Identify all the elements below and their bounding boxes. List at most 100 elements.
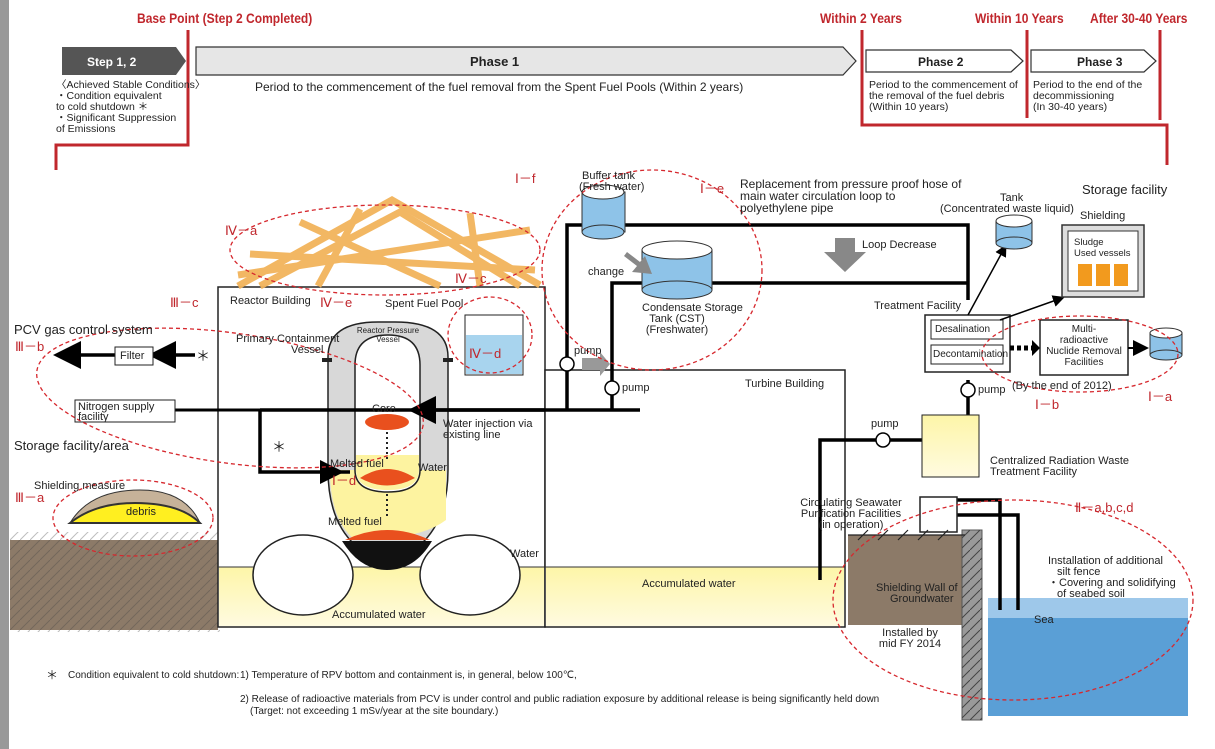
phase3-label: Phase 3 bbox=[1077, 55, 1123, 69]
footnote-item-2: 2) Release of radioactive materials from… bbox=[240, 694, 880, 705]
nitrogen-box bbox=[74, 399, 176, 423]
loop-decrease-arrow bbox=[824, 238, 866, 272]
storage-facility-label: Storage facility bbox=[1082, 182, 1168, 197]
rpv-label-1: Reactor Pressure bbox=[356, 326, 420, 335]
circ-label-1: Circulating Seawater bbox=[800, 497, 902, 509]
silt-label-1: Installation of additional bbox=[1048, 555, 1163, 567]
timeline-lines bbox=[54, 30, 1169, 170]
tank-label: Tank bbox=[1000, 192, 1024, 204]
loop-decrease-label: Loop Decrease bbox=[862, 239, 937, 251]
phase1-label: Phase 1 bbox=[470, 54, 520, 69]
code-iv-a: Ⅳ－a bbox=[225, 223, 258, 238]
phase2-desc-1: Period to the commencement of bbox=[869, 79, 1018, 91]
multi-removal-box bbox=[1039, 319, 1129, 376]
water-label-torus: Water bbox=[510, 548, 539, 560]
code-ii: Ⅱ－a,b,c,d bbox=[1075, 500, 1134, 515]
pcv-label-2: Vessel bbox=[291, 344, 324, 356]
tanks bbox=[581, 184, 1183, 533]
i-e-desc-1: Replacement from pressure proof hose of bbox=[740, 177, 962, 191]
shield-wall-label-2: Groundwater bbox=[890, 593, 954, 605]
water-injection-label-2: existing line bbox=[443, 429, 501, 441]
after-30-40-label: After 30-40 Years bbox=[1090, 10, 1188, 26]
step12-desc-4: ・Significant Suppression bbox=[56, 112, 177, 124]
within-2-label: Within 2 Years bbox=[820, 10, 902, 26]
conc-waste-label: (Concentrated waste liquid) bbox=[940, 203, 1074, 215]
phase2-label: Phase 2 bbox=[918, 55, 964, 69]
by-end-2012-label: (By the end of 2012) bbox=[1012, 380, 1112, 392]
code-iii-b: Ⅲ－b bbox=[15, 339, 45, 354]
rb-accumulated-water-label: Accumulated water bbox=[332, 609, 426, 621]
phase3-desc-3: (In 30-40 years) bbox=[1033, 101, 1108, 113]
buffer-tank-label: Buffer tank bbox=[582, 170, 635, 182]
circ-label-3: (in operation) bbox=[818, 519, 884, 531]
nitrogen-label-2: facility bbox=[78, 411, 109, 423]
code-iii-a: Ⅲ－a bbox=[15, 490, 45, 505]
centralized-label-1: Centralized Radiation Waste bbox=[990, 455, 1129, 467]
torus-right bbox=[419, 534, 521, 616]
code-iv-c: Ⅳ－c bbox=[455, 271, 487, 286]
cst-label-1: Condensate Storage bbox=[642, 302, 743, 314]
pump-label-1: pump bbox=[574, 345, 602, 357]
silt-label-2: silt fence bbox=[1057, 566, 1101, 578]
rpv-label-2: Vessel bbox=[376, 335, 400, 344]
circ-label-2: Purification Facilities bbox=[800, 508, 902, 520]
fresh-water-label: (Fresh water) bbox=[579, 181, 645, 193]
multi-label-3: Nuclide Removal bbox=[1046, 346, 1122, 357]
left-border bbox=[0, 0, 9, 749]
phase2-desc-2: the removal of the fuel debris bbox=[869, 90, 1005, 102]
code-i-b: Ⅰ－b bbox=[1035, 397, 1060, 412]
phase2-desc-3: (Within 10 years) bbox=[869, 101, 949, 113]
water-label-rpv: Water bbox=[418, 462, 447, 474]
turbine-building-label: Turbine Building bbox=[745, 378, 825, 390]
code-i-a: Ⅰ－a bbox=[1148, 389, 1173, 404]
asterisk-injection: ＊ bbox=[272, 439, 286, 455]
pcv-gas-label: PCV gas control system bbox=[14, 322, 153, 337]
pump-label-4: pump bbox=[871, 418, 899, 430]
asterisk-filter: ＊ bbox=[196, 348, 210, 364]
shield-wall-label-1: Shielding Wall of bbox=[876, 582, 958, 594]
ground-right bbox=[848, 535, 968, 625]
pump-label-2: pump bbox=[622, 382, 650, 394]
step12-label: Step 1, 2 bbox=[87, 55, 137, 69]
core-shape bbox=[365, 414, 409, 430]
multi-label-2: radioactive bbox=[1059, 335, 1109, 346]
base-point-label: Base Point (Step 2 Completed) bbox=[137, 10, 313, 26]
reactor-building-label: Reactor Building bbox=[230, 295, 311, 307]
filter-box bbox=[114, 346, 154, 366]
pump-symbols bbox=[559, 356, 976, 448]
tb-accumulated-water-label: Accumulated water bbox=[642, 578, 736, 590]
phase3-desc-1: Period to the end of the bbox=[1033, 79, 1143, 91]
i-e-desc-3: polyethylene pipe bbox=[740, 201, 834, 215]
pcv-label-1: Primary Containment bbox=[236, 333, 340, 345]
installed-label-1: Installed by bbox=[882, 627, 938, 639]
core-label: Core bbox=[372, 403, 396, 415]
used-vessels-label: Used vessels bbox=[1074, 248, 1131, 259]
phase3-desc-2: decommissioning bbox=[1033, 90, 1115, 102]
change-label: change bbox=[588, 266, 625, 278]
spent-fuel-pool-label: Spent Fuel Pool bbox=[385, 298, 464, 310]
nitrogen-label-1: Nitrogen supply bbox=[78, 401, 155, 413]
phase3-arrow bbox=[1030, 49, 1157, 73]
melted-fuel-label-2: Melted fuel bbox=[328, 516, 382, 528]
filter-label: Filter bbox=[120, 350, 145, 362]
storage-area-label: Storage facility/area bbox=[14, 438, 129, 453]
code-iii-c: Ⅲ－c bbox=[170, 295, 199, 310]
red-highlights bbox=[36, 169, 1194, 701]
phase2-arrow bbox=[865, 49, 1024, 73]
i-e-desc-2: main water circulation loop to bbox=[740, 189, 896, 203]
debris-label: debris bbox=[126, 506, 156, 518]
code-i-d: Ⅰ－d bbox=[332, 473, 357, 488]
installed-label-2: mid FY 2014 bbox=[878, 638, 942, 650]
torus-left bbox=[252, 534, 354, 616]
code-i-f: Ⅰ－f bbox=[515, 171, 536, 186]
water-injection-label-1: Water injection via bbox=[443, 418, 533, 430]
step12-arrow bbox=[62, 47, 186, 75]
multi-label-1: Multi- bbox=[1071, 324, 1097, 335]
shielding-label: Shielding bbox=[1080, 210, 1126, 222]
multi-label-4: Facilities bbox=[1064, 357, 1104, 368]
step12-desc-3: to cold shutdown ＊ bbox=[56, 101, 149, 113]
tb-accumulated-water bbox=[546, 567, 844, 626]
within-10-label: Within 10 Years bbox=[975, 10, 1064, 26]
treatment-facility-label: Treatment Facility bbox=[874, 300, 962, 312]
